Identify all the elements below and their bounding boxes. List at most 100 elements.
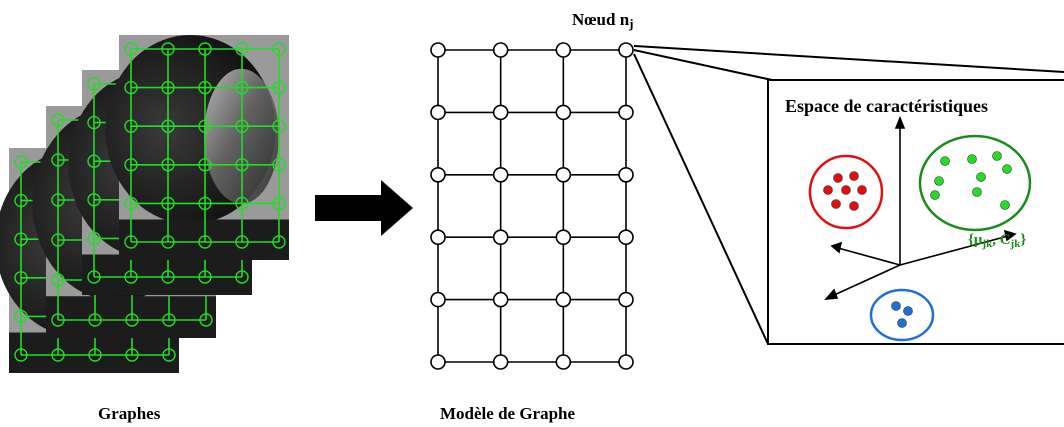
graph-node xyxy=(162,313,176,327)
graph-node xyxy=(198,42,212,56)
zoom-line-bottom xyxy=(633,53,769,345)
model-node xyxy=(430,104,446,121)
model-node xyxy=(555,42,572,58)
graph-node xyxy=(124,196,138,211)
cluster-blue xyxy=(869,288,935,342)
param-mid: , C xyxy=(992,232,1011,248)
graph-node xyxy=(198,80,212,95)
model-node xyxy=(492,104,509,121)
graph-node xyxy=(272,80,286,95)
graph-node xyxy=(198,235,212,249)
graph-node xyxy=(272,42,286,56)
model-node xyxy=(618,167,634,183)
cluster-point xyxy=(1002,164,1012,174)
graph-node xyxy=(124,119,138,133)
graph-node xyxy=(124,80,138,95)
model-node xyxy=(555,167,572,183)
cluster-point xyxy=(930,190,940,200)
graph-node xyxy=(51,313,65,327)
cluster-point xyxy=(897,318,907,328)
model-node xyxy=(618,354,634,370)
graph-node xyxy=(272,196,286,211)
graph-node xyxy=(125,313,139,327)
graph-node xyxy=(124,235,138,249)
graph-node xyxy=(14,193,28,208)
graph-node xyxy=(161,80,175,95)
cluster-point xyxy=(976,172,986,182)
model-node xyxy=(430,291,446,308)
graph-node xyxy=(235,196,249,211)
graph-node xyxy=(87,231,101,246)
graph-node xyxy=(162,348,176,362)
zoom-line-top xyxy=(633,45,1064,73)
graphs-caption: Graphes xyxy=(98,404,161,423)
graph-node xyxy=(51,273,65,287)
graph-node xyxy=(161,42,175,56)
cluster-point xyxy=(903,306,913,316)
clusters xyxy=(808,134,1032,342)
graph-node xyxy=(198,119,212,133)
param-close: } xyxy=(1020,232,1027,248)
zoom-line-mid xyxy=(633,49,773,81)
model-node xyxy=(430,354,446,370)
model-node xyxy=(618,291,634,308)
graph-node xyxy=(235,235,249,249)
graph-node xyxy=(51,113,65,127)
cluster-green xyxy=(918,134,1032,232)
graph-node xyxy=(272,158,286,172)
graph-node xyxy=(51,193,65,207)
graph-node xyxy=(14,232,28,246)
model-node xyxy=(492,229,509,245)
axes xyxy=(824,115,1017,300)
cluster-point xyxy=(992,151,1002,161)
graph-node xyxy=(51,233,65,247)
model-node xyxy=(492,354,509,370)
param-mu-subscript: jk xyxy=(982,238,993,250)
graph-node xyxy=(87,154,101,168)
graph-node xyxy=(272,119,286,133)
model-node xyxy=(492,167,509,183)
graph-model-caption: Modèle de Graphe xyxy=(440,404,576,423)
node-label: Nœud nj xyxy=(572,10,634,32)
graph-node xyxy=(88,348,102,362)
graph-node xyxy=(51,348,65,362)
cluster-point xyxy=(831,199,841,209)
graph-node xyxy=(235,270,249,284)
image-stack xyxy=(0,35,289,373)
graph-node xyxy=(87,270,101,284)
graph-node xyxy=(124,270,138,284)
face-image-card xyxy=(105,35,289,260)
graph-node xyxy=(198,270,212,284)
graph-node xyxy=(87,115,101,130)
cluster-point xyxy=(940,156,950,166)
cluster-point xyxy=(857,185,867,195)
model-node xyxy=(430,167,446,183)
model-node xyxy=(618,42,634,58)
graph-node xyxy=(87,193,101,207)
model-node xyxy=(555,291,572,308)
graph-node xyxy=(14,309,28,324)
right-arrow-icon xyxy=(315,180,413,236)
cluster-point xyxy=(849,171,859,181)
graph-node xyxy=(161,270,175,284)
param-open: {μ xyxy=(968,232,983,248)
cluster-point xyxy=(972,187,982,197)
graph-node xyxy=(235,158,249,172)
cluster-point xyxy=(967,154,977,164)
graph-node xyxy=(161,119,175,133)
graph-node xyxy=(14,348,28,362)
cluster-point xyxy=(833,173,843,183)
graph-node xyxy=(14,271,28,285)
model-node xyxy=(492,42,509,58)
cluster-point xyxy=(841,185,851,195)
cluster-point xyxy=(823,185,833,195)
graph-node xyxy=(124,158,138,172)
graph-node xyxy=(198,196,212,211)
param-c-subscript: jk xyxy=(1010,238,1021,250)
model-node xyxy=(618,229,634,245)
cluster-point xyxy=(1000,200,1010,210)
graph-node xyxy=(14,155,28,169)
graph-node xyxy=(235,80,249,95)
feature-space-title: Espace de caractéristiques xyxy=(785,96,988,116)
